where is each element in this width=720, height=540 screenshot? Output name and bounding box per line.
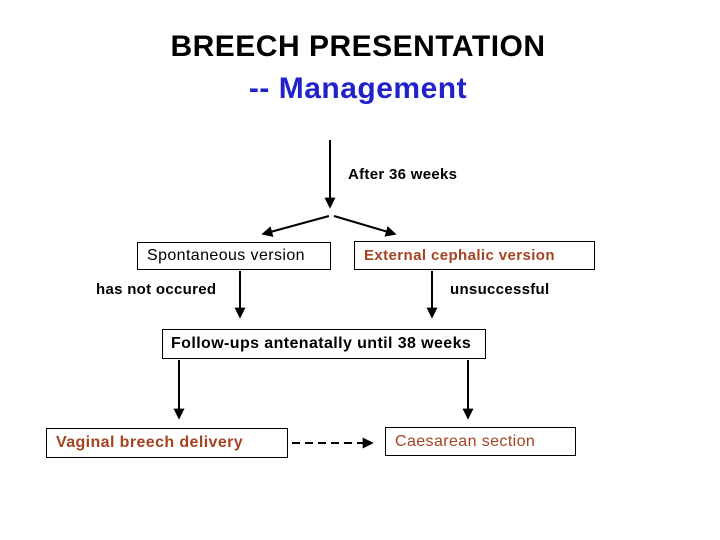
label-after-36-weeks: After 36 weeks xyxy=(348,166,458,183)
node-vaginal-breech-delivery: Vaginal breech delivery xyxy=(46,428,288,458)
label-unsuccessful: unsuccessful xyxy=(450,281,550,298)
node-spontaneous-version: Spontaneous version xyxy=(137,242,331,270)
label-has-not-occured: has not occured xyxy=(96,281,217,298)
title-line-1: BREECH PRESENTATION xyxy=(170,30,546,63)
arrow-branch-to-external xyxy=(333,215,397,237)
slide-title: BREECH PRESENTATION -- Management xyxy=(0,30,716,106)
title-line-2: -- Management xyxy=(248,72,468,105)
node-followups-antenatally: Follow-ups antenatally until 38 weeks xyxy=(162,329,486,359)
node-caesarean-section: Caesarean section xyxy=(385,427,576,456)
arrow-branch-to-spontaneous xyxy=(261,215,330,237)
node-external-cephalic-version: External cephalic version xyxy=(354,241,595,270)
